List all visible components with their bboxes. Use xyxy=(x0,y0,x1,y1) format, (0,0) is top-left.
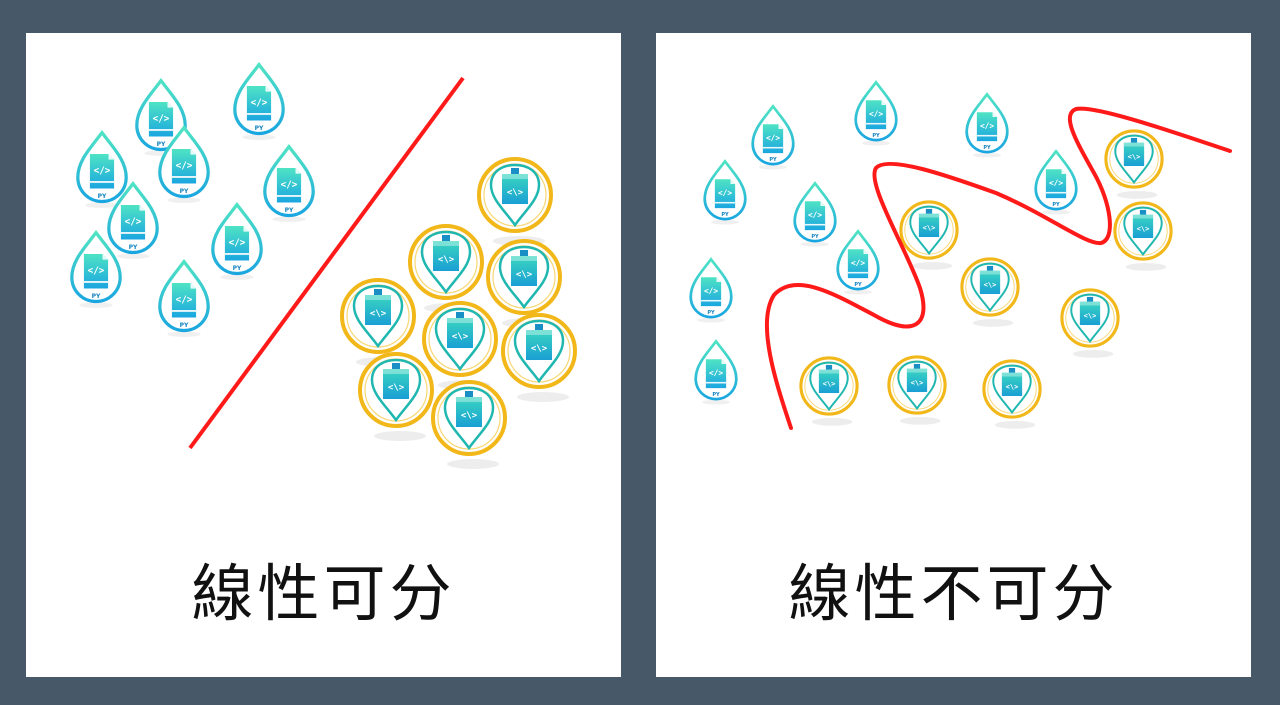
code-file-coin-icon: <\> xyxy=(422,301,498,390)
code-file-coin-icon: <\> xyxy=(887,355,947,425)
code-file-coin-icon: <\> xyxy=(431,380,507,469)
python-file-drop-icon: </> PY xyxy=(211,201,263,280)
svg-text:PY: PY xyxy=(707,310,715,316)
python-file-drop-icon: </> PY xyxy=(854,80,898,146)
svg-text:<\>: <\> xyxy=(823,379,836,388)
svg-text:PY: PY xyxy=(983,145,991,151)
svg-text:PY: PY xyxy=(872,133,880,139)
svg-text:</>: </> xyxy=(176,295,193,306)
python-file-drop-icon: </> PY xyxy=(694,339,738,405)
svg-text:</>: </> xyxy=(251,98,268,109)
svg-text:<\>: <\> xyxy=(923,223,936,232)
svg-text:</>: </> xyxy=(281,180,298,191)
svg-text:<\>: <\> xyxy=(516,270,533,280)
python-file-drop-icon: </> PY xyxy=(263,143,315,222)
svg-text:</>: </> xyxy=(176,161,193,172)
python-file-drop-icon: </> PY xyxy=(793,181,837,247)
svg-text:PY: PY xyxy=(811,234,819,240)
svg-text:<\>: <\> xyxy=(1128,152,1141,161)
svg-text:</>: </> xyxy=(94,166,111,177)
linear-inseparable-diagram: </> PY </> PY </> PY </> PY </> PY </> PY </> PY </> PY… xyxy=(689,80,1232,430)
svg-text:</>: </> xyxy=(704,287,718,296)
svg-text:</>: </> xyxy=(229,238,246,249)
linear-decision-boundary xyxy=(188,76,465,450)
svg-text:PY: PY xyxy=(98,193,107,200)
linear-inseparable-caption: 線性不可分 xyxy=(788,557,1119,630)
svg-text:<\>: <\> xyxy=(507,188,524,198)
python-file-drop-icon: </> PY xyxy=(158,124,210,203)
svg-text:</>: </> xyxy=(980,122,994,131)
svg-text:<\>: <\> xyxy=(531,344,548,354)
svg-text:PY: PY xyxy=(1052,202,1060,208)
svg-text:<\>: <\> xyxy=(370,309,387,319)
python-file-drop-icon: </> PY xyxy=(158,258,210,337)
code-file-coin-icon: <\> xyxy=(1113,201,1173,271)
nonlinear-decision-boundary xyxy=(764,106,1232,430)
linear-separable-panel: </> PY </> PY </> PY </> PY </> PY </> PY </> PY </> PY… xyxy=(26,33,621,677)
svg-text:PY: PY xyxy=(180,188,189,195)
svg-text:<\>: <\> xyxy=(1084,311,1097,320)
code-file-coin-icon: <\> xyxy=(340,278,416,367)
svg-text:</>: </> xyxy=(153,114,170,125)
svg-text:PY: PY xyxy=(233,265,242,272)
code-file-coin-icon: <\> xyxy=(899,200,959,270)
svg-text:</>: </> xyxy=(808,211,822,220)
python-file-drop-icon: </> PY xyxy=(751,104,795,170)
linear-separable-caption: 線性可分 xyxy=(191,557,456,630)
svg-text:PY: PY xyxy=(285,207,294,214)
code-file-coin-icon: <\> xyxy=(960,257,1020,327)
svg-text:</>: </> xyxy=(709,369,723,378)
svg-text:PY: PY xyxy=(255,125,264,132)
svg-text:<\>: <\> xyxy=(388,383,405,393)
svg-text:</>: </> xyxy=(851,259,865,268)
python-file-drop-icon: </> PY xyxy=(1034,149,1078,215)
python-file-drop-icon: </> PY xyxy=(965,92,1009,158)
python-file-drop-icon: </> PY xyxy=(836,229,880,295)
code-file-coin-icon: <\> xyxy=(358,352,434,441)
code-file-coin-icon: <\> xyxy=(501,313,577,402)
svg-text:PY: PY xyxy=(129,244,138,251)
svg-text:</>: </> xyxy=(718,189,732,198)
svg-text:PY: PY xyxy=(854,282,862,288)
linear-separable-diagram: </> PY </> PY </> PY </> PY </> PY </> PY </> PY </> PY… xyxy=(70,61,577,469)
svg-text:PY: PY xyxy=(721,212,729,218)
python-file-drop-icon: </> PY xyxy=(107,180,159,259)
svg-text:<\>: <\> xyxy=(438,255,455,265)
python-file-drop-icon: </> PY xyxy=(76,129,128,208)
code-file-coin-icon: <\> xyxy=(1104,129,1164,199)
svg-text:PY: PY xyxy=(712,392,720,398)
svg-text:</>: </> xyxy=(869,110,883,119)
svg-text:</>: </> xyxy=(88,266,105,277)
svg-text:PY: PY xyxy=(157,141,166,148)
code-file-coin-icon: <\> xyxy=(982,359,1042,429)
code-file-coin-icon: <\> xyxy=(486,239,562,328)
svg-text:</>: </> xyxy=(766,134,780,143)
python-file-drop-icon: </> PY xyxy=(689,257,733,323)
linear-inseparable-panel: </> PY </> PY </> PY </> PY </> PY </> PY </> PY </> PY… xyxy=(656,33,1251,677)
svg-text:<\>: <\> xyxy=(1006,382,1019,391)
svg-text:<\>: <\> xyxy=(1137,224,1150,233)
svg-text:PY: PY xyxy=(769,157,777,163)
code-file-coin-icon: <\> xyxy=(408,224,484,313)
python-file-drop-icon: </> PY xyxy=(70,229,122,308)
svg-text:<\>: <\> xyxy=(461,411,478,421)
code-file-coin-icon: <\> xyxy=(1060,288,1120,358)
code-file-coin-icon: <\> xyxy=(477,157,553,246)
python-file-drop-icon: </> PY xyxy=(135,77,187,156)
svg-text:<\>: <\> xyxy=(452,332,469,342)
svg-text:PY: PY xyxy=(180,322,189,329)
svg-text:</>: </> xyxy=(125,217,142,228)
code-file-coin-icon: <\> xyxy=(799,356,859,426)
svg-text:<\>: <\> xyxy=(911,378,924,387)
svg-text:</>: </> xyxy=(1049,179,1063,188)
python-file-drop-icon: </> PY xyxy=(233,61,285,140)
svg-text:PY: PY xyxy=(92,293,101,300)
svg-text:<\>: <\> xyxy=(984,280,997,289)
python-file-drop-icon: </> PY xyxy=(703,159,747,225)
